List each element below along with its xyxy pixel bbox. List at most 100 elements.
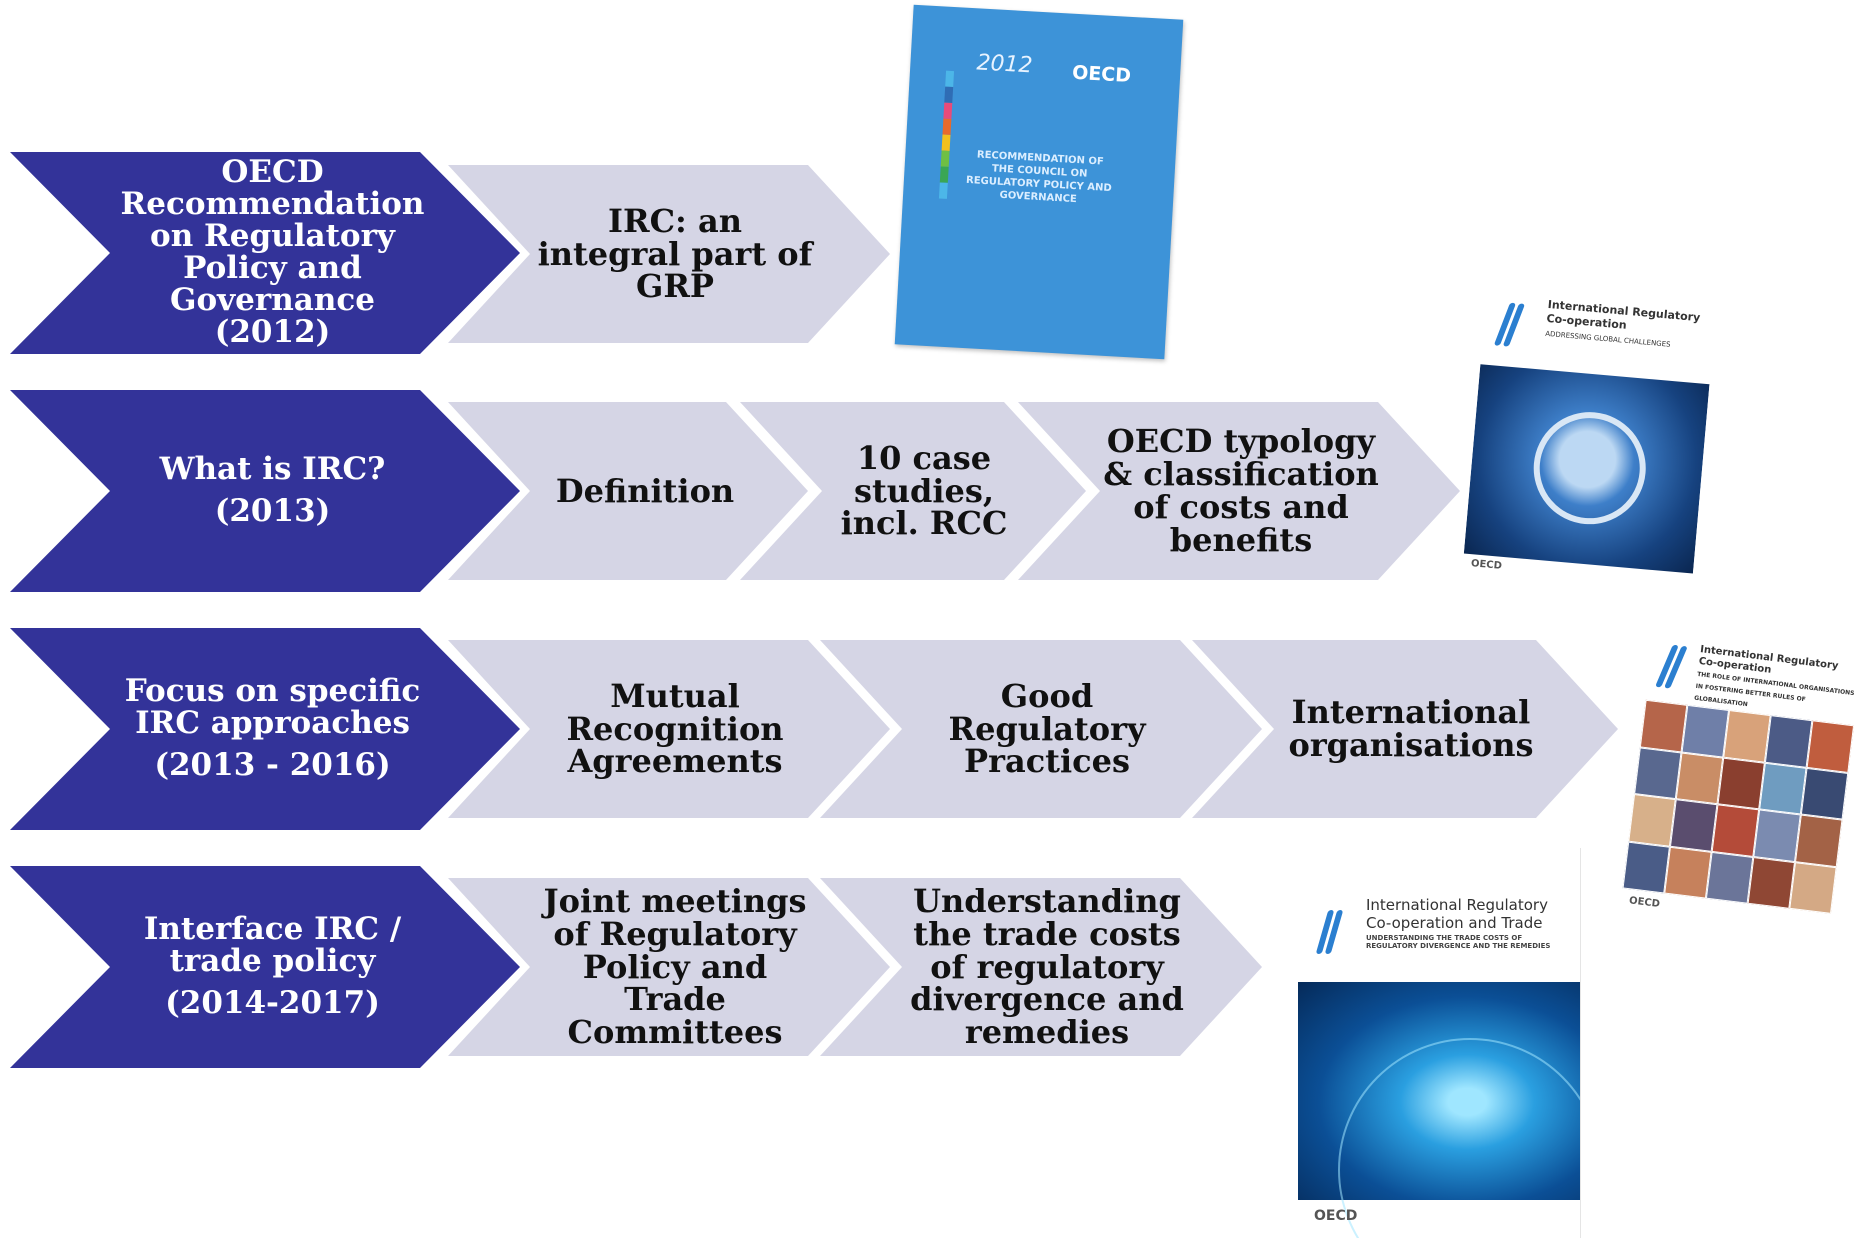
book-subtitle: UNDERSTANDING THE TRADE COSTS OF REGULAT… (1366, 934, 1551, 951)
label-year: (2014-2017) (165, 984, 380, 1021)
label-line: Policy and (183, 250, 362, 286)
oecd-chevron-icon (1315, 910, 1344, 954)
label-line: Trade (624, 980, 726, 1019)
step-chevron-label: 10 case studies, incl. RCC (810, 402, 1038, 580)
label-line: Definition (555, 471, 735, 510)
label-line: Practices (964, 742, 1130, 781)
step-chevron-shape (740, 402, 1086, 580)
label-line: Governance (170, 281, 375, 318)
book-cover-irc-global-challenges: International Regulatory Co-operation AD… (1461, 282, 1717, 602)
book-title-text: International Regulatory Co-operation (1698, 644, 1839, 676)
label-line: the trade costs (913, 914, 1181, 953)
step-chevron-typology: OECD typology & classification of costs … (1018, 402, 1460, 580)
main-chevron-label: OECD Recommendation on Regulatory Policy… (110, 152, 435, 354)
oecd-chevron-icon (1493, 302, 1526, 347)
label-line: incl. RCC (840, 504, 1008, 543)
oecd-footer-logo: OECD (1628, 895, 1661, 910)
label-line: Interface IRC / (143, 911, 402, 948)
label-line: IRC approaches (135, 705, 410, 742)
illustration-grid (1622, 699, 1855, 914)
step-chevron-shape (820, 640, 1262, 818)
label-line: Mutual (610, 676, 740, 715)
label-line: of regulatory (930, 947, 1164, 986)
main-chevron-label: Focus on specific IRC approaches (2013 -… (110, 628, 435, 830)
step-chevron-shape (448, 402, 808, 580)
step-chevron-label: IRC: an integral part of GRP (530, 165, 820, 343)
label-line: IRC: an (608, 201, 742, 240)
main-chevron-irc-approaches: Focus on specific IRC approaches (2013 -… (10, 628, 520, 830)
main-chevron-shape (10, 152, 520, 354)
label-line: Policy and (582, 947, 768, 986)
label-line: Committees (567, 1013, 783, 1052)
book-title: International Regulatory Co-operation an… (1366, 896, 1548, 932)
label-line: What is IRC? (159, 451, 386, 488)
label-line: OECD (221, 154, 324, 191)
main-chevron-what-is-irc: What is IRC? (2013) (10, 390, 520, 592)
step-chevron-trade-costs: Understanding the trade costs of regulat… (820, 878, 1262, 1056)
step-chevron-label: International organisations (1266, 640, 1556, 818)
main-chevron-shape (10, 628, 520, 830)
book-subtitle: THE ROLE OF INTERNATIONAL ORGANISATIONS … (1693, 670, 1855, 709)
step-chevron-label: Good Regulatory Practices (902, 640, 1192, 818)
step-chevron-label: OECD typology & classification of costs … (1096, 402, 1386, 580)
step-chevron-shape (448, 165, 890, 343)
color-stripes (938, 70, 955, 199)
step-chevron-label: Joint meetings of Regulatory Policy and … (530, 878, 820, 1056)
label-line: 10 case (856, 438, 992, 477)
label-line: of costs and (1133, 488, 1349, 526)
main-chevron-interface-trade: Interface IRC / trade policy (2014-2017) (10, 866, 520, 1068)
step-chevron-shape (448, 640, 890, 818)
label-line: Recommendation (120, 186, 425, 223)
book-year: 2012 (975, 50, 1034, 79)
main-chevron-shape (10, 390, 520, 592)
step-chevron-good-regulatory-practices: Good Regulatory Practices (820, 640, 1262, 818)
main-chevron-shape (10, 866, 520, 1068)
step-chevron-label: Understanding the trade costs of regulat… (902, 878, 1192, 1056)
step-chevron-shape (820, 878, 1262, 1056)
step-chevron-shape (1018, 402, 1460, 580)
label-line: International (1291, 693, 1531, 732)
step-chevron-irc-integral-part: IRC: an integral part of GRP (448, 165, 890, 343)
label-line: Focus on specific (124, 673, 421, 710)
label-line: Understanding (913, 881, 1181, 920)
label-line: trade policy (169, 943, 376, 980)
book-cover-recommendation-2012: 2012 OECD RECOMMENDATION OF THE COUNCIL … (894, 4, 1184, 360)
main-chevron-recommendation-2012: OECD Recommendation on Regulatory Policy… (10, 152, 520, 354)
label-line: Good (1000, 676, 1094, 715)
book-cover-irc-and-trade: International Regulatory Co-operation an… (1298, 848, 1581, 1238)
label-line: Recognition (566, 709, 784, 748)
step-chevron-shape (448, 878, 890, 1056)
label-line: GRP (636, 267, 714, 306)
step-chevron-label: Definition (530, 402, 760, 580)
label-line: (2012) (214, 313, 331, 350)
label-line: remedies (964, 1013, 1130, 1052)
main-chevron-label: Interface IRC / trade policy (2014-2017) (110, 866, 435, 1068)
oecd-footer-logo: OECD (1314, 1208, 1358, 1224)
step-chevron-international-organisations: International organisations (1192, 640, 1618, 818)
label-line: Joint meetings (543, 881, 807, 920)
book-title: International Regulatory Co-operation AD… (1545, 298, 1717, 354)
label-line: benefits (1169, 520, 1313, 559)
label-line: studies, (853, 471, 995, 510)
step-chevron-label: Mutual Recognition Agreements (530, 640, 820, 818)
step-chevron-definition: Definition (448, 402, 808, 580)
label-line: organisations (1288, 726, 1534, 764)
step-chevron-shape (1192, 640, 1618, 818)
main-chevron-label: What is IRC? (2013) (110, 390, 435, 592)
label-year: (2013) (214, 493, 331, 529)
label-line: & classification (1103, 455, 1379, 494)
book-title-text: International Regulatory Co-operation (1546, 297, 1701, 332)
book-subtitle: ADDRESSING GLOBAL CHALLENGES (1544, 329, 1671, 349)
book-title: RECOMMENDATION OF THE COUNCIL ON REGULAT… (965, 149, 1112, 206)
label-line: integral part of (537, 234, 813, 273)
label-line: Agreements (567, 742, 783, 781)
label-line: Regulatory (948, 709, 1146, 748)
label-line: OECD typology (1106, 422, 1376, 461)
step-chevron-mutual-recognition: Mutual Recognition Agreements (448, 640, 890, 818)
oecd-footer-logo: OECD (1470, 558, 1503, 572)
label-line: divergence and (910, 980, 1184, 1019)
oecd-chevron-icon (1655, 644, 1688, 690)
book-cover-irc-international-organisations: International Regulatory Co-operation TH… (1619, 628, 1862, 942)
oecd-logo: OECD (1071, 61, 1132, 87)
step-chevron-joint-meetings: Joint meetings of Regulatory Policy and … (448, 878, 890, 1056)
